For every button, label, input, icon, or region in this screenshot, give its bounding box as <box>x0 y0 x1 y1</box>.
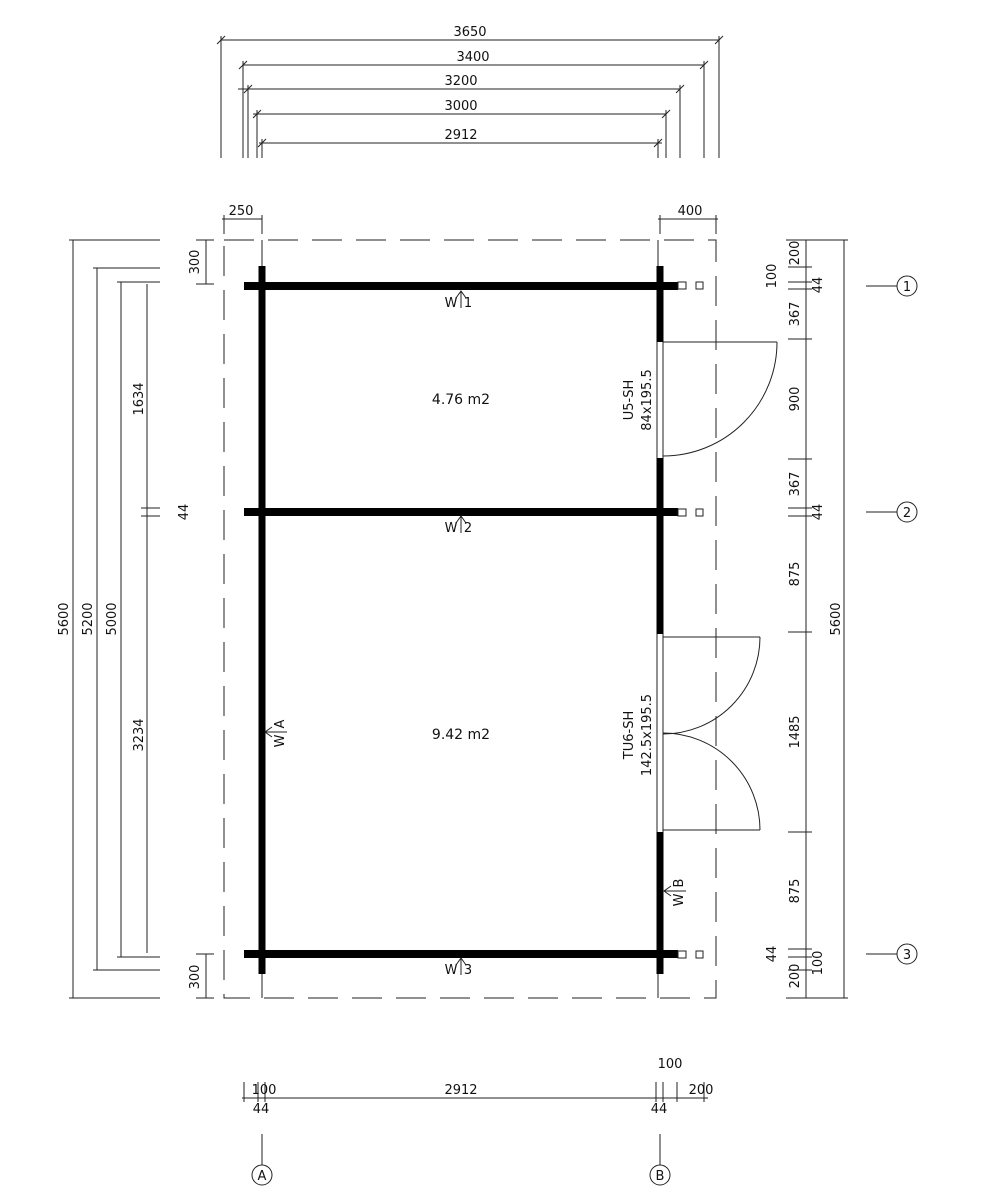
svg-text:W: W <box>445 963 458 978</box>
right-dim-875-b: 875 <box>788 879 803 904</box>
door-upper-code: U5-SH <box>622 380 637 421</box>
axis-marker-3 <box>896 943 918 965</box>
svg-text:B: B <box>656 1169 665 1184</box>
top-dim-3000: 3000 <box>444 99 477 114</box>
right-dim-100-bottom: 100 <box>811 951 826 976</box>
wall-tags: W 1 W 2 W 3 W A W B <box>264 290 687 978</box>
door-upper-size: 84x195.5 <box>640 369 655 430</box>
axis-marker-2 <box>896 501 918 523</box>
bottom-dimension-chain: 100 44 2912 44 100 200 <box>242 1057 713 1117</box>
left-dim-3234: 3234 <box>132 718 147 751</box>
door-lower <box>656 634 761 832</box>
svg-text:A: A <box>258 1169 267 1184</box>
overhang-dimensions: 250 400 <box>222 204 718 234</box>
svg-text:A: A <box>273 719 288 728</box>
left-dim-1634: 1634 <box>132 382 147 415</box>
right-dim-100-top: 100 <box>765 264 780 289</box>
axis-marker-a <box>251 1164 273 1186</box>
top-dim-3400: 3400 <box>456 50 489 65</box>
left-dim-44: 44 <box>177 504 192 521</box>
wall-tag-w3: W 3 <box>445 957 472 978</box>
axis-marker-1 <box>896 275 918 297</box>
bottom-dim-44-left: 44 <box>253 1102 270 1117</box>
bottom-dim-100-left: 100 <box>252 1083 277 1098</box>
right-dim-200-bottom: 200 <box>788 964 803 989</box>
bottom-dim-2912: 2912 <box>444 1083 477 1098</box>
left-dim-300-top: 300 <box>188 250 203 275</box>
row-axis-markers: 1 2 3 <box>866 275 918 965</box>
bottom-dim-44-right: 44 <box>651 1102 668 1117</box>
svg-text:3: 3 <box>464 963 472 978</box>
door-lower-size: 142.5x195.5 <box>640 694 655 776</box>
svg-text:W: W <box>445 296 458 311</box>
right-dim-1485: 1485 <box>788 715 803 748</box>
svg-text:3: 3 <box>903 948 911 963</box>
left-dimension-chains: 5600 5200 5000 1634 44 3234 300 300 <box>57 239 214 999</box>
svg-text:2: 2 <box>903 506 911 521</box>
walls <box>244 266 704 974</box>
bottom-dim-100-right: 100 <box>658 1057 683 1072</box>
bottom-dim-200-right: 200 <box>689 1083 714 1098</box>
top-dim-3650: 3650 <box>453 25 486 40</box>
right-dim-875-a: 875 <box>788 562 803 587</box>
roof-outline <box>223 239 717 999</box>
wall-tag-w2: W 2 <box>445 515 472 536</box>
wall-tag-wb: W B <box>663 879 687 906</box>
overhang-right-label: 400 <box>678 204 703 219</box>
door-upper <box>656 341 778 458</box>
svg-text:W: W <box>672 893 687 906</box>
svg-text:W: W <box>445 521 458 536</box>
axis-marker-b <box>649 1164 671 1186</box>
wall-tag-w1: W 1 <box>445 290 472 311</box>
doors: U5-SH 84x195.5 TU6-SH 142.5x195.5 <box>622 341 778 832</box>
left-dim-5000: 5000 <box>105 602 120 635</box>
room-area-upper: 4.76 m2 <box>432 392 490 408</box>
right-dim-200-top: 200 <box>788 241 803 266</box>
right-dim-367-a: 367 <box>788 302 803 327</box>
left-dim-5200: 5200 <box>81 602 96 635</box>
wall-tag-wa: W A <box>264 719 288 747</box>
top-dimension-chains: 3650 3400 3200 3000 2912 <box>216 25 724 158</box>
column-axis-markers: A B <box>251 1134 671 1186</box>
svg-text:B: B <box>672 879 687 888</box>
room-area-lower: 9.42 m2 <box>432 727 490 743</box>
left-dim-5600: 5600 <box>57 602 72 635</box>
right-dim-44-top: 44 <box>811 277 826 294</box>
right-dim-44-bottom: 44 <box>765 946 780 963</box>
door-lower-code: TU6-SH <box>622 711 637 760</box>
right-dim-5600: 5600 <box>829 602 844 635</box>
right-dim-367-b: 367 <box>788 472 803 497</box>
left-dim-300-bottom: 300 <box>188 965 203 990</box>
svg-text:W: W <box>273 734 288 747</box>
svg-text:2: 2 <box>464 521 472 536</box>
right-dimension-chain: 200 100 44 367 900 367 44 875 1485 875 4… <box>765 239 848 999</box>
overhang-left-label: 250 <box>229 204 254 219</box>
top-dim-3200: 3200 <box>444 74 477 89</box>
svg-text:1: 1 <box>903 280 911 295</box>
right-dim-900: 900 <box>788 387 803 412</box>
top-dim-2912: 2912 <box>444 128 477 143</box>
right-dim-44-mid: 44 <box>811 504 826 521</box>
svg-text:1: 1 <box>464 296 472 311</box>
